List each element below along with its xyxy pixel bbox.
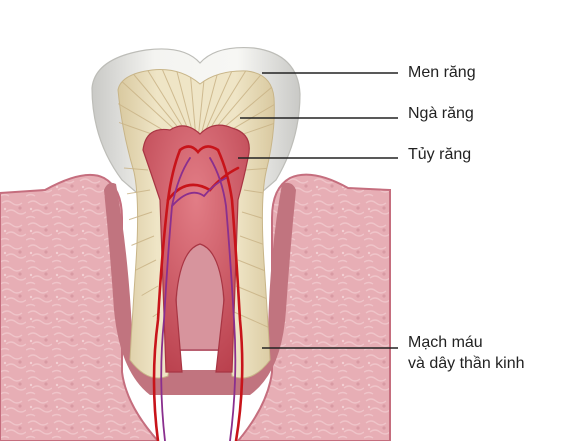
label-vessels-line1: Mạch máu	[408, 334, 483, 351]
blank-corner	[8, 8, 68, 72]
nerves	[160, 157, 237, 441]
leader-lines	[238, 72, 398, 349]
label-enamel: Men răng	[408, 64, 476, 81]
label-pulp: Tủy răng	[408, 146, 472, 163]
label-vessels-line2: và dây thần kinh	[408, 355, 525, 372]
label-vessels-nerves: Mạch máu và dây thần kinh	[408, 332, 525, 374]
label-dentin: Ngà răng	[408, 105, 474, 122]
